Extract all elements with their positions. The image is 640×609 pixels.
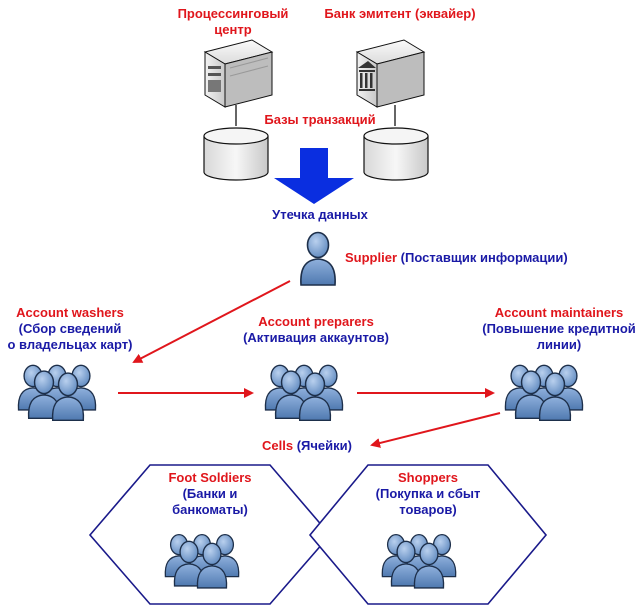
preparers-label: Account preparers (Активация аккаунтов) — [226, 314, 406, 346]
cells-desc: (Ячейки) — [296, 438, 352, 453]
supplier-desc: (Поставщик информации) — [400, 250, 568, 265]
bank-server-icon — [355, 39, 426, 108]
shoppers-label: Shoppers (Покупка и сбыт товаров) — [348, 470, 508, 518]
shoppers-name: Shoppers — [398, 470, 458, 485]
maintainers-group-icon — [504, 364, 584, 422]
maintainers-label: Account maintainers (Повышение кредитной… — [478, 305, 640, 353]
washers-name: Account washers — [16, 305, 124, 320]
supplier-label: Supplier (Поставщик информации) — [345, 250, 568, 266]
shoppers-desc2: товаров) — [399, 502, 457, 517]
cells-label: Cells (Ячейки) — [262, 438, 352, 454]
maintainers-desc1: (Повышение кредитной — [482, 321, 636, 336]
washers-label: Account washers (Сбор сведений о владель… — [0, 305, 140, 353]
server-icon — [203, 39, 274, 108]
processing-center-line2: центр — [214, 22, 252, 37]
foot-soldiers-label: Foot Soldiers (Банки и банкоматы) — [140, 470, 280, 518]
cells-name: Cells — [262, 438, 294, 453]
washers-group-icon — [17, 364, 97, 422]
database-icon — [363, 127, 429, 181]
supplier-name: Supplier — [345, 250, 398, 265]
foot-soldiers-desc1: (Банки и — [182, 486, 238, 501]
bank-label: Банк эмитент (эквайер) — [324, 6, 476, 21]
processing-center-label: Процессинговый центр — [158, 6, 308, 38]
maintainers-desc2: линии) — [536, 337, 582, 352]
supplier-person-icon — [300, 231, 336, 286]
shoppers-hexagon — [308, 464, 548, 605]
foot-soldiers-hexagon — [88, 464, 332, 605]
database-icon — [203, 127, 269, 181]
processing-center-line1: Процессинговый — [177, 6, 289, 21]
preparers-name: Account preparers — [258, 314, 374, 329]
supplier-to-washers-arrow — [132, 280, 291, 363]
shoppers-desc1: (Покупка и сбыт — [375, 486, 481, 501]
down-arrow-icon — [274, 148, 354, 204]
maintainers-name: Account maintainers — [494, 305, 624, 320]
foot-soldiers-desc2: банкоматы) — [172, 502, 248, 517]
preparers-group-icon — [264, 364, 344, 422]
washers-desc1: (Сбор сведений — [18, 321, 122, 336]
washers-desc2: о владельцах карт) — [7, 337, 133, 352]
databases-label: Базы транзакций — [264, 112, 376, 127]
maintainers-to-cells-arrow — [370, 412, 501, 448]
preparers-desc: (Активация аккаунтов) — [243, 330, 389, 345]
foot-soldiers-name: Foot Soldiers — [168, 470, 252, 485]
data-leak-label: Утечка данных — [272, 207, 368, 222]
